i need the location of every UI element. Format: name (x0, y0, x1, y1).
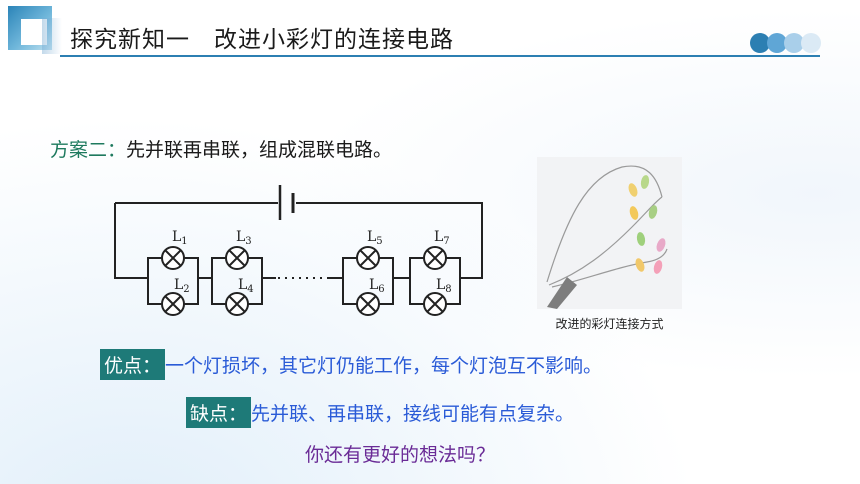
lamp-label-top: L3 (236, 229, 252, 247)
lamp-label-bottom: L8 (436, 277, 452, 295)
scheme-line: 方案二：先并联再串联，组成混联电路。 (50, 135, 392, 162)
advantages-label: 优点： (100, 349, 166, 380)
title-underline (60, 55, 820, 57)
advantages-text: 一个灯损坏，其它灯仍能工作，每个灯泡互不影响。 (165, 355, 603, 377)
dot-icon (750, 33, 770, 53)
scheme-text: 先并联再串联，组成混联电路。 (126, 139, 393, 161)
scheme-lead: 方案二： (50, 139, 127, 161)
lamp-label-bottom: L2 (174, 277, 190, 295)
advantages-line: 优点：一个灯损坏，其它灯仍能工作，每个灯泡互不影响。 (100, 349, 602, 380)
lamp-label-bottom: L6 (369, 277, 385, 295)
lamp-label-bottom: L4 (238, 277, 254, 295)
lamp-label-top: L5 (367, 229, 383, 247)
page-title: 探究新知一 改进小彩灯的连接电路 (70, 27, 454, 53)
lamp-icon (356, 292, 380, 316)
logo-square-icon (8, 6, 52, 50)
circuit-ellipsis: …… (279, 271, 303, 285)
decorative-dots (750, 33, 830, 53)
disadvantages-line: 缺点：先并联、再串联，接线可能有点复杂。 (186, 397, 574, 428)
lamp-icon (161, 292, 185, 316)
light-string-photo (537, 157, 682, 309)
lamp-label-top: L7 (434, 229, 450, 247)
left-wire (114, 203, 148, 279)
dot-icon (767, 33, 787, 53)
lamp-icon (225, 292, 249, 316)
disadvantages-text: 先并联、再串联，接线可能有点复杂。 (251, 403, 575, 425)
lamp-icon (356, 246, 380, 270)
dot-icon (801, 33, 821, 53)
mixed-circuit-diagram: L1 L3 L5 L7 L2 L4 L6 L8 …… (114, 185, 483, 316)
logo-shadow (42, 18, 62, 54)
lamp-icon (161, 246, 185, 270)
lamp-label-top: L1 (172, 229, 188, 247)
dot-icon (784, 33, 804, 53)
question-text: 你还有更好的想法吗？ (305, 444, 496, 466)
photo-caption: 改进的彩灯连接方式 (555, 317, 664, 331)
disadvantages-label: 缺点： (186, 397, 252, 428)
lamp-icon (225, 246, 249, 270)
lamp-icon (423, 246, 447, 270)
lamp-icon (423, 292, 447, 316)
top-wire (115, 202, 483, 279)
light-string-illustration (537, 157, 682, 309)
